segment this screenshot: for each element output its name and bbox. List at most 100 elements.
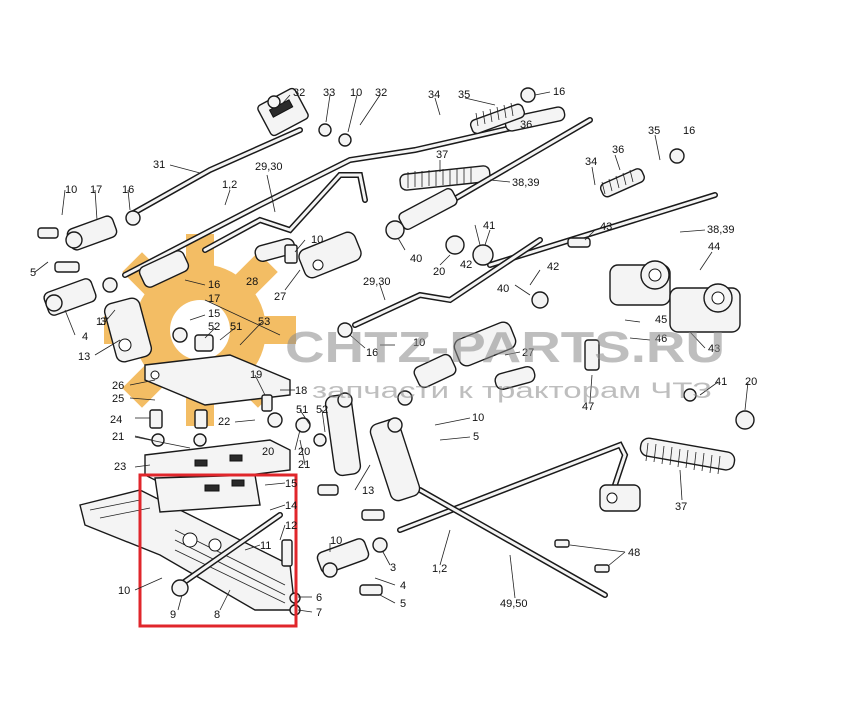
callout-label: 9	[170, 609, 176, 621]
leader-lines	[34, 91, 749, 613]
rod-38-39-right	[487, 168, 718, 268]
callout-label: 16	[208, 279, 220, 291]
callout-label: 16	[122, 184, 134, 196]
callout-label: 17	[96, 316, 108, 328]
callout-label: 16	[366, 347, 378, 359]
support-plate-assembly	[79, 474, 301, 616]
bellcrank-44	[609, 260, 741, 333]
callout-label: 51	[296, 404, 308, 416]
callout-label: 10	[330, 535, 342, 547]
callout-label: 12	[285, 520, 297, 532]
callout-label: 15	[208, 308, 220, 320]
callout-label: 53	[258, 316, 270, 328]
callout-label: 27	[274, 291, 286, 303]
callout-label: 38,39	[707, 224, 735, 236]
clevis-lower-left	[316, 538, 370, 578]
rod-assembly-1-2	[122, 106, 566, 278]
callout-label: 36	[612, 144, 624, 156]
callout-label: 8	[214, 609, 220, 621]
rod-38-39-upper	[398, 117, 593, 230]
callout-label: 25	[112, 393, 124, 405]
callout-label: 26	[112, 380, 124, 392]
callout-label: 29,30	[363, 276, 391, 288]
callout-label: 37	[675, 501, 687, 513]
callout-label: 47	[582, 401, 594, 413]
callout-label: 10	[413, 337, 425, 349]
spring-36-upper	[469, 102, 525, 135]
callout-label: 22	[218, 416, 230, 428]
rod-assembly-29-30-upper	[202, 172, 368, 253]
clevis-27-upper	[254, 231, 362, 279]
clevis-17-left	[43, 215, 190, 316]
callout-label: 1,2	[432, 563, 447, 575]
callout-label: 18	[295, 385, 307, 397]
callout-label: 13	[78, 351, 90, 363]
callout-label: 4	[400, 580, 406, 592]
callout-label: 10	[311, 234, 323, 246]
callout-label: 7	[316, 607, 322, 619]
callout-label: 41	[483, 220, 495, 232]
callout-labels: 32 33 10 32 34 35 16 36 31 29,30 1,2 37 …	[30, 86, 757, 621]
callout-label: 35	[648, 125, 660, 137]
callout-label: 45	[655, 314, 667, 326]
callout-label: 11	[260, 540, 271, 552]
callout-label: 31	[153, 159, 165, 171]
callout-label: 35	[458, 89, 470, 101]
spring-37-upper	[399, 165, 491, 191]
callout-label: 33	[323, 87, 335, 99]
callout-label: 34	[428, 89, 440, 101]
callout-label: 20	[433, 266, 445, 278]
callout-label: 48	[628, 547, 640, 559]
callout-label: 13	[362, 485, 374, 497]
callout-label: 6	[316, 592, 322, 604]
callout-label: 19	[250, 369, 262, 381]
callout-label: 42	[547, 261, 559, 273]
callout-label: 43	[708, 343, 720, 355]
callout-label: 16	[553, 86, 565, 98]
callout-label: 10	[118, 585, 130, 597]
callout-label: 21	[112, 431, 124, 443]
callout-label: 52	[208, 321, 220, 333]
callout-label: 17	[90, 184, 102, 196]
callout-label: 41	[715, 376, 727, 388]
callout-label: 3	[100, 316, 106, 328]
callout-label: 1,2	[222, 179, 237, 191]
callout-label: 46	[655, 333, 667, 345]
callout-label: 10	[350, 87, 362, 99]
callout-label: 40	[497, 283, 509, 295]
lever-bracket-lower	[397, 441, 641, 533]
callout-label: 28	[246, 276, 258, 288]
clevis-27-lower	[413, 321, 536, 391]
callout-label: 10	[472, 412, 484, 424]
callout-label: 29,30	[255, 161, 283, 173]
callout-label: 42	[460, 259, 472, 271]
bracket-26	[144, 354, 291, 406]
callout-label: 24	[110, 414, 122, 426]
callout-label: 49,50	[500, 598, 528, 610]
callout-label: 27	[522, 347, 534, 359]
callout-label: 52	[316, 404, 328, 416]
hardware-bolts-nuts	[37, 87, 755, 596]
rod-29-30-middle	[352, 237, 543, 328]
callout-label: 16	[683, 125, 695, 137]
callout-label: 21	[298, 459, 310, 471]
highlight-box	[138, 473, 298, 628]
callout-label: 51	[230, 321, 242, 333]
callout-label: 38,39	[512, 177, 540, 189]
callout-label: 20	[298, 446, 310, 458]
callout-label: 43	[600, 221, 612, 233]
callout-label: 17	[208, 293, 220, 305]
callout-label: 5	[400, 598, 406, 610]
callout-label: 34	[585, 156, 597, 168]
callout-label: 40	[410, 253, 422, 265]
watermark-tagline: запчасти к тракторам ЧТЗ	[312, 378, 712, 403]
callout-label: 4	[82, 331, 88, 343]
pivot-bracket-13	[103, 297, 153, 363]
callout-label: 3	[390, 562, 396, 574]
callout-label: 32	[293, 87, 305, 99]
callout-label: 32	[375, 87, 387, 99]
callout-label: 36	[520, 119, 532, 131]
callout-label: 14	[285, 500, 297, 512]
callout-label: 5	[30, 267, 36, 279]
